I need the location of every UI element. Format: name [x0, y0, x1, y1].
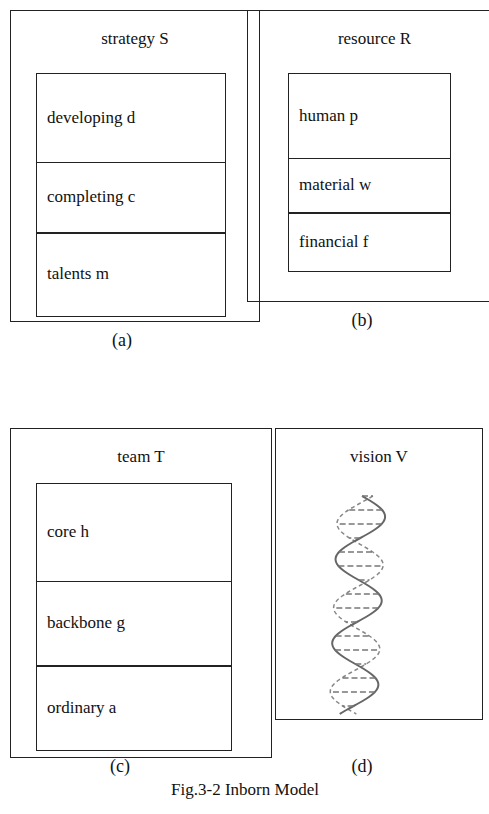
panel-letter: (a): [112, 330, 132, 352]
box-label: developing d: [47, 108, 135, 128]
panel-title: strategy S: [11, 29, 259, 49]
panel-title: vision V: [276, 447, 482, 467]
helix-rung: [346, 621, 357, 623]
panel-letter: (b): [352, 310, 373, 332]
panel-box: team T core h backbone g ordinary a: [10, 428, 272, 758]
box-label: financial f: [299, 232, 368, 252]
component-box: human p: [288, 73, 451, 159]
helix-rung: [362, 495, 373, 497]
panel-letter: (c): [110, 756, 130, 778]
box-label: backbone g: [47, 613, 125, 633]
helix-rung: [339, 551, 373, 553]
component-box: material w: [288, 158, 451, 214]
box-label: core h: [47, 522, 89, 542]
component-box: completing c: [36, 162, 226, 234]
figure-caption: Fig.3-2 Inborn Model: [171, 780, 319, 800]
box-label: material w: [299, 175, 371, 195]
panel-box: vision V: [275, 428, 483, 720]
helix-rung: [348, 509, 382, 511]
component-box: talents m: [36, 232, 226, 317]
component-box: financial f: [288, 212, 451, 272]
panel-box: resource R human p material w financial f: [247, 10, 489, 302]
helix-rung: [338, 565, 383, 567]
component-box: core h: [36, 483, 232, 582]
panel-title: resource R: [248, 29, 489, 49]
box-label: completing c: [47, 187, 135, 207]
dna-helix: [330, 496, 385, 714]
box-label: talents m: [47, 264, 109, 284]
helix-rung: [335, 649, 380, 651]
helix-rung: [342, 677, 376, 679]
component-box: backbone g: [36, 581, 232, 667]
helix-rung: [343, 705, 354, 707]
helix-rung: [330, 691, 375, 693]
helix-strand: [332, 496, 385, 714]
panel-title: team T: [11, 447, 271, 467]
component-box: developing d: [36, 73, 226, 163]
box-label: ordinary a: [47, 698, 116, 718]
helix-rung: [334, 607, 379, 609]
helix-rung: [337, 523, 382, 525]
helix-rung: [359, 579, 370, 581]
helix-rung: [345, 593, 379, 595]
panel-box: strategy S developing d completing c talent…: [10, 10, 260, 322]
helix-rung: [336, 635, 370, 637]
box-label: human p: [299, 106, 358, 126]
component-box: ordinary a: [36, 665, 232, 751]
panel-letter: (d): [352, 756, 373, 778]
helix-rung: [355, 663, 366, 665]
helix-rung: [349, 537, 360, 539]
